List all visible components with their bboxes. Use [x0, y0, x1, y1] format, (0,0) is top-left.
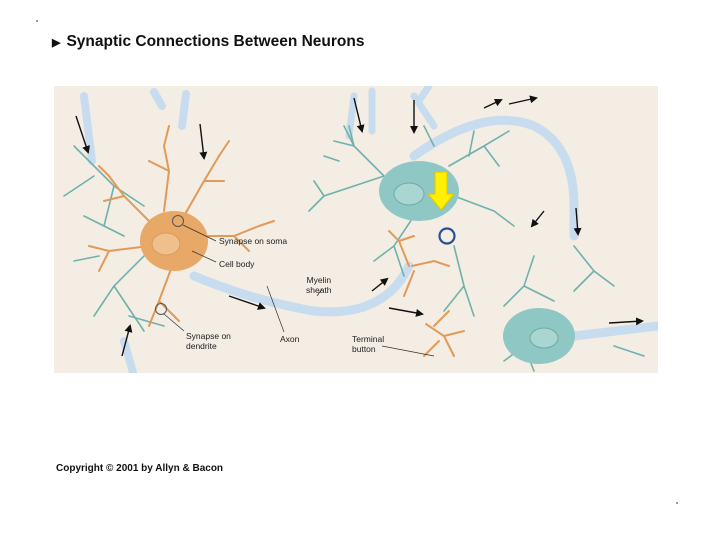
label-cell-body: Cell body [219, 259, 255, 269]
yellow-down-arrow-icon [426, 171, 456, 211]
label-synapse-on-dendrite: Synapse on dendrite [186, 331, 231, 351]
flow-arrows [75, 95, 644, 357]
label-myelin-sheath-line1: Myelin [306, 275, 332, 285]
orange-dendrites [88, 125, 465, 357]
label-myelin-sheath-line2: sheath [306, 285, 332, 295]
label-terminal-button-line1: Terminal [352, 334, 385, 344]
highlight-annotation [426, 171, 456, 245]
neuron-illustration [63, 86, 658, 373]
main-axon-myelin [189, 261, 414, 317]
neuron-diagram: Synapse on soma Cell body Myelin sheath … [54, 86, 658, 373]
copyright-notice: Copyright © 2001 by Allyn & Bacon [56, 463, 224, 474]
corner-mark-top [36, 20, 38, 22]
label-myelin-sheath: Myelin sheath [306, 275, 332, 295]
synapse-on-dendrite-marker [155, 303, 167, 315]
myelin-axons [80, 86, 658, 373]
slide-title-text: Synaptic Connections Between Neurons [66, 33, 365, 50]
label-terminal-button-line2: button [352, 344, 376, 354]
upper-axon-myelin [409, 115, 579, 241]
label-axon: Axon [280, 334, 300, 344]
bullet-triangle-icon: ▶ [52, 36, 61, 49]
label-synapse-on-soma: Synapse on soma [219, 236, 288, 246]
label-synapse-on-dendrite-line1: Synapse on [186, 331, 231, 341]
label-synapse-on-dendrite-line2: dendrite [186, 341, 217, 351]
corner-mark-bottom [676, 502, 678, 504]
synapse-on-soma-marker [172, 215, 184, 227]
teal-dendrites [63, 125, 645, 372]
synapse-markers [155, 215, 184, 315]
leader-lines [163, 224, 435, 357]
label-terminal-button: Terminal button [352, 334, 384, 354]
blue-highlight-circle [438, 227, 456, 245]
orange-neuron-soma [140, 211, 208, 271]
slide-title: ▶ Synaptic Connections Between Neurons [52, 33, 364, 51]
